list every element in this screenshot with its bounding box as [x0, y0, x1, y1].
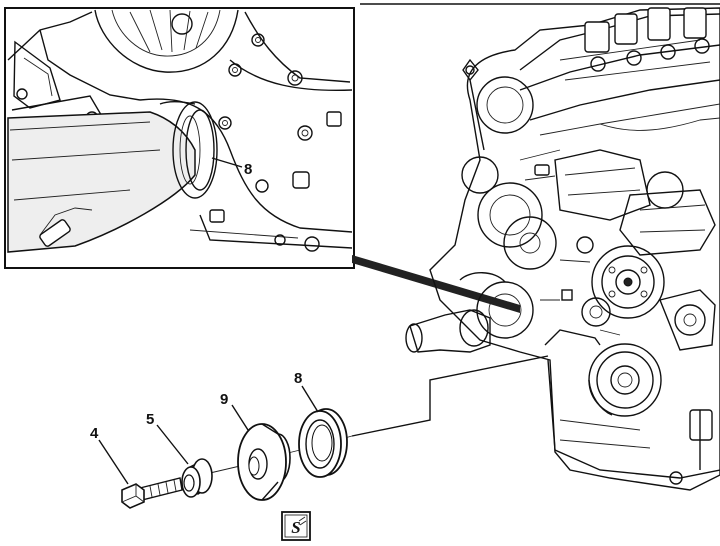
tool-icon — [298, 516, 307, 526]
upper-accessories — [461, 76, 716, 270]
fan-housing — [94, 9, 239, 73]
installation-line — [351, 355, 549, 437]
callout-9: 9 — [220, 391, 228, 408]
leader-5 — [156, 424, 189, 465]
detail-inset: 8 — [4, 7, 355, 269]
callout-4: 4 — [90, 425, 99, 442]
seal-in-inset — [159, 101, 218, 199]
engine-assembly — [360, 3, 720, 491]
part-washer — [181, 458, 213, 498]
leader-8 — [301, 385, 319, 413]
callout-8: 8 — [294, 370, 302, 387]
installer-tool — [7, 111, 196, 253]
inset-callout-8: 8 — [244, 161, 252, 178]
oil-pan — [544, 329, 720, 485]
cylinder-head — [519, 7, 720, 136]
inset-pointer — [352, 255, 520, 313]
dipstick — [462, 58, 485, 151]
tool-symbol-letter: S — [291, 518, 300, 537]
callout-5: 5 — [146, 411, 154, 428]
crankshaft-pulley — [588, 343, 662, 417]
part-bolt — [121, 477, 183, 509]
exploded-parts: 4 5 9 8 — [90, 370, 353, 509]
special-tool-symbol: S — [281, 511, 311, 541]
leader-4 — [98, 439, 129, 485]
part-seal — [298, 408, 348, 478]
large-pulley — [591, 245, 665, 319]
coolant-outlet — [405, 272, 534, 353]
leader-9 — [231, 404, 249, 431]
part-hub — [237, 423, 291, 501]
tensioner — [581, 289, 716, 351]
